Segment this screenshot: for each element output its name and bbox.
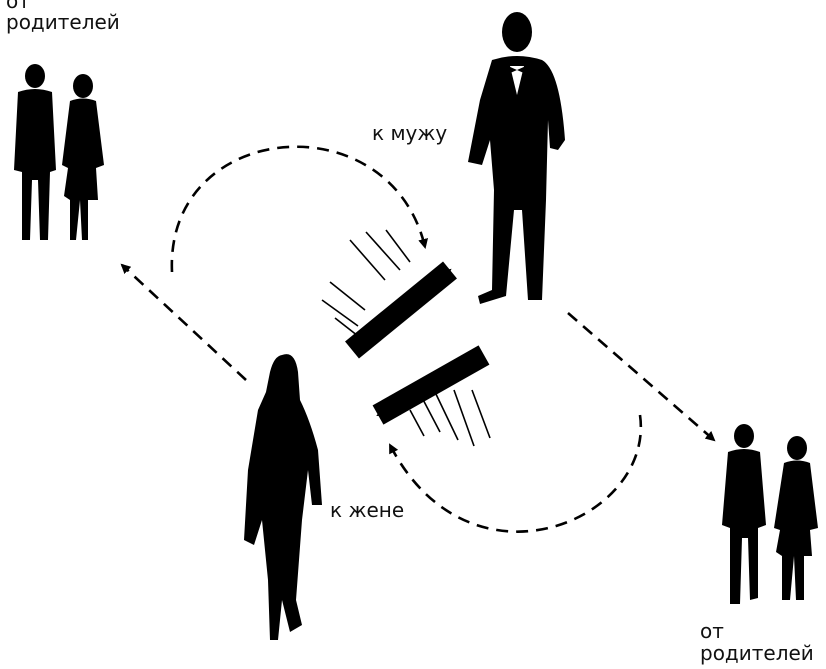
parents-top-left-icon [14, 64, 104, 240]
label-from-parents-top-line1: от [6, 0, 30, 13]
dashed-arrow-to-parents-top [120, 263, 247, 381]
label-from-parents-top-line2: родителей [6, 10, 120, 34]
dashed-arc-to-husband [170, 145, 428, 273]
label-to-wife: к жене [330, 498, 405, 522]
parents-bottom-right-icon [722, 424, 818, 604]
dashed-arrow-to-parents-bottom [567, 312, 716, 442]
label-to-husband: к мужу [372, 121, 448, 145]
dashed-arc-to-wife [388, 414, 643, 533]
motion-lines [321, 229, 491, 447]
husband-icon [468, 12, 565, 304]
thick-arrow-to-husband [345, 261, 457, 359]
wife-icon [244, 354, 322, 640]
thick-arrow-to-wife [372, 345, 490, 425]
label-from-parents-bottom-line1: от [700, 619, 724, 643]
label-from-parents-bottom-line2: родителей [700, 641, 814, 665]
